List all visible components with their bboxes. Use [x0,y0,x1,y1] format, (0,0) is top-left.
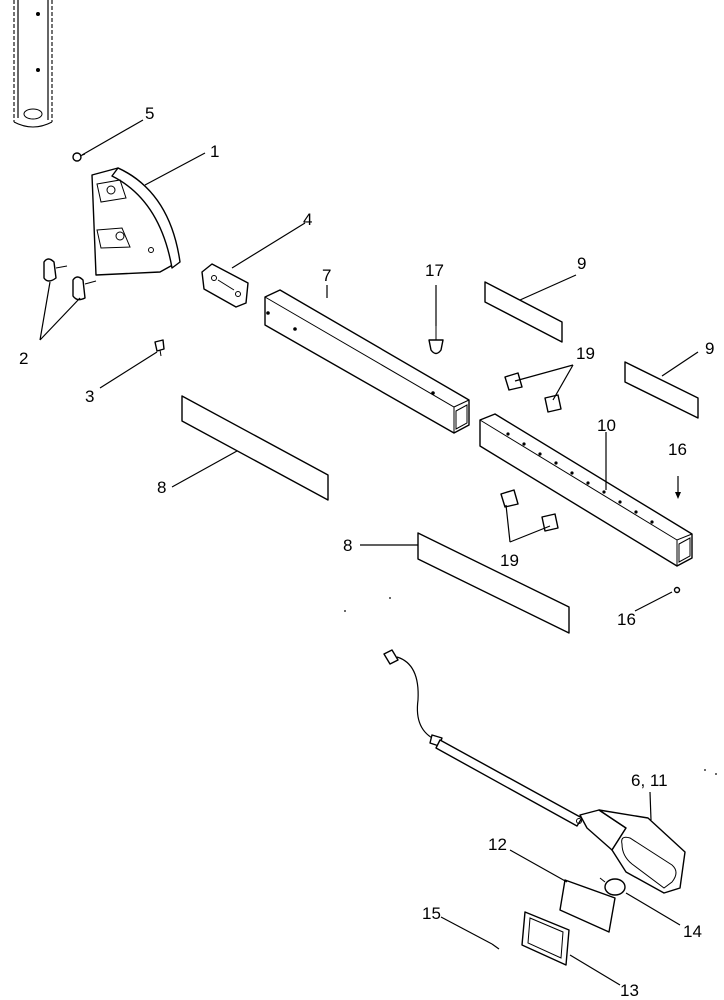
leader-lines [39,119,699,986]
callout-9-right: 9 [705,339,714,358]
callout-2: 2 [19,349,28,368]
part-13-gasket [521,911,570,966]
part-5-bolt [72,152,86,162]
callout-8-lower: 8 [343,536,352,555]
callout-9-upper: 9 [577,254,586,273]
callout-4: 4 [303,210,312,229]
part-4-latch [201,263,249,308]
part-16-screw [673,586,681,594]
callout-16-upper: 16 [668,440,687,459]
callout-17: 17 [425,261,444,280]
part-9-decal-right [624,361,699,419]
part-17-rivet [428,326,444,355]
callout-19-upper: 19 [576,344,595,363]
part-7-tube [264,289,470,434]
part-2-thumbscrews [43,258,97,301]
callout-13: 13 [620,981,639,1000]
callout-10: 10 [597,416,616,435]
callout-3: 3 [85,387,94,406]
callout-6-11: 6, 11 [631,771,668,790]
callout-19-lower: 19 [500,551,519,570]
part-1-bracket [91,167,181,276]
callout-15: 15 [422,904,441,923]
callout-12: 12 [488,835,507,854]
tube-10-holes [506,432,654,524]
part-6-11-light-assembly [383,649,686,894]
callout-16-lower: 16 [617,610,636,629]
part-15-screw [491,943,500,950]
callout-7: 7 [322,266,331,285]
part-19-clips-upper [504,372,562,413]
callout-labels: 1 2 3 4 5 7 8 8 9 9 10 12 13 14 15 16 16… [19,104,714,1000]
part-19-clips-lower [500,489,559,532]
part-10-tube [479,413,693,567]
callout-8-left: 8 [157,478,166,497]
part-8-decal-lower [417,532,570,634]
part-3-bolt [154,339,165,357]
part-9-decal-upper [484,281,563,343]
part-8-decal-left [181,395,329,501]
callout-1: 1 [210,142,219,161]
mounting-post [13,0,53,128]
part-14-bulb [599,877,626,896]
part-12-lens [559,879,616,933]
callout-5: 5 [145,104,154,123]
part-16-screw-arrow [675,476,681,499]
callout-14: 14 [683,922,702,941]
